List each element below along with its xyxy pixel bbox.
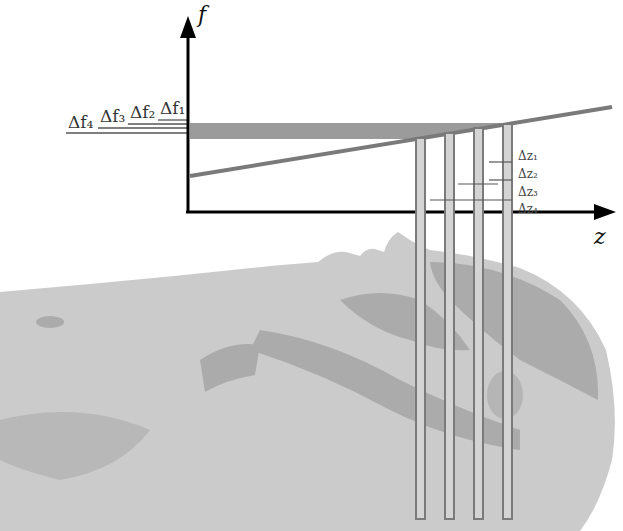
slice-thickness-ticks: [430, 162, 512, 200]
frequency-band-label: Δf₄: [68, 114, 93, 131]
gradient-line: [190, 107, 612, 176]
chest-structure: [0, 412, 150, 480]
slice-thickness-label: Δz₄: [518, 203, 538, 215]
frequency-band-label: Δf₃: [100, 108, 125, 125]
slice-thickness-label: Δz₂: [518, 168, 538, 180]
body-silhouette: [0, 232, 615, 531]
slice-thickness-label: Δz₁: [518, 150, 538, 162]
axis-label: z: [594, 226, 606, 248]
frequency-band-label: Δf₁: [160, 100, 185, 117]
frequency-band-label: Δf₂: [130, 104, 155, 121]
axis-label: f: [198, 4, 206, 26]
shoulder-mark: [36, 316, 64, 328]
axes: [180, 16, 616, 220]
neck-structure: [200, 344, 260, 392]
slice-thickness-label: Δz₃: [518, 186, 538, 198]
slice-tubes: [416, 124, 512, 519]
